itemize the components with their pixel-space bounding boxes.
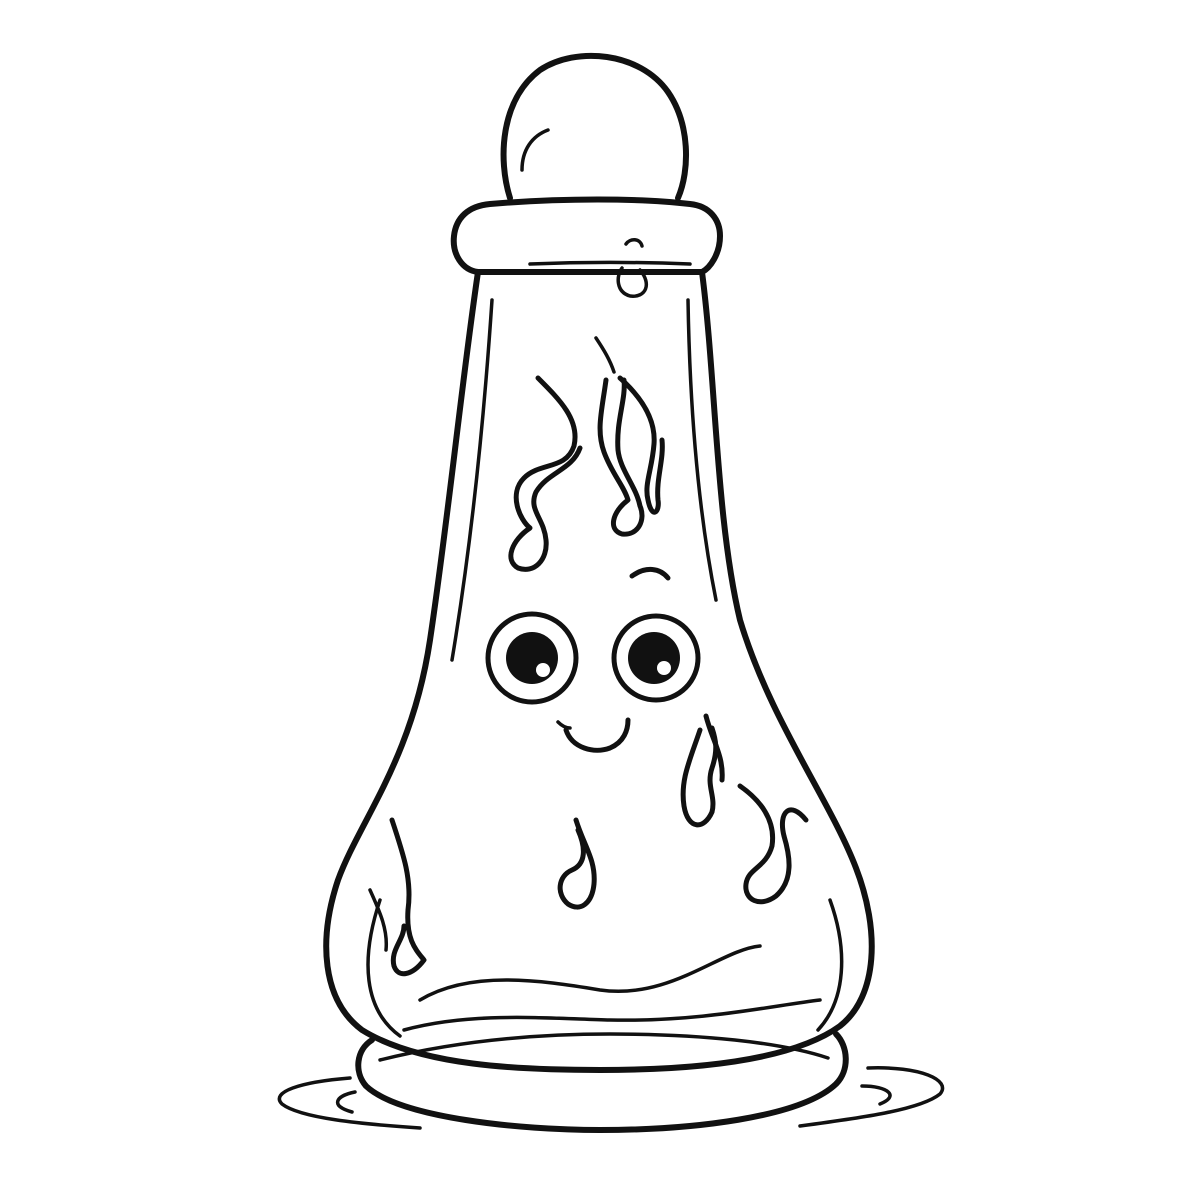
neck-band-outline xyxy=(450,196,723,275)
right-eye-outline xyxy=(611,613,701,703)
drip-center-lower xyxy=(557,817,597,910)
eyebrow-mark xyxy=(629,567,671,581)
lower-lava-drips xyxy=(368,713,809,977)
right-eye xyxy=(611,613,701,703)
left-eye-shine xyxy=(536,663,550,677)
liquid-wave-upper xyxy=(418,944,762,1002)
right-eye-shine xyxy=(657,661,671,675)
smile-dimple-left xyxy=(556,720,572,730)
knob-shine xyxy=(520,128,550,172)
lamp-top-knob xyxy=(500,52,689,201)
neck-band-line xyxy=(528,260,692,266)
liquid-wave-lower xyxy=(402,998,822,1032)
lamp-face xyxy=(485,611,701,753)
body-outline xyxy=(323,269,875,1073)
upper-lava-drips xyxy=(508,336,665,572)
left-eye xyxy=(485,611,579,705)
band-drip-mark xyxy=(624,238,644,248)
drip-upper-right-tail xyxy=(594,336,616,374)
left-eye-pupil xyxy=(506,632,558,684)
smile-mouth xyxy=(563,717,631,753)
lamp-base xyxy=(355,1031,849,1133)
left-eye-outline xyxy=(485,611,579,705)
drip-right-upper xyxy=(680,725,719,828)
drip-right-tail xyxy=(703,713,725,783)
body-inner-right xyxy=(686,298,718,602)
drip-left-lower-tail xyxy=(368,888,389,952)
drip-left-lower xyxy=(389,817,427,977)
body-inner-bottom-left xyxy=(366,898,402,1038)
ripple-left-inner xyxy=(336,1090,357,1114)
lamp-neck-band xyxy=(450,196,723,298)
right-eye-pupil xyxy=(628,632,680,684)
drip-right-large xyxy=(737,783,809,905)
ground-ripples xyxy=(277,1066,945,1130)
band-drip xyxy=(616,266,649,298)
drip-upper-middle xyxy=(597,377,645,537)
drip-upper-left xyxy=(508,375,583,572)
drip-upper-right xyxy=(617,375,665,515)
ripple-right-inner xyxy=(860,1084,892,1106)
lamp-body xyxy=(323,269,875,1073)
body-inner-bottom-right xyxy=(816,898,844,1032)
body-inner-left xyxy=(450,298,494,662)
ripple-left-outer xyxy=(277,1076,422,1130)
base-rim xyxy=(378,1032,830,1062)
knob-outline xyxy=(500,52,689,201)
base-outline xyxy=(355,1031,849,1133)
ripple-right-outer xyxy=(798,1066,945,1128)
